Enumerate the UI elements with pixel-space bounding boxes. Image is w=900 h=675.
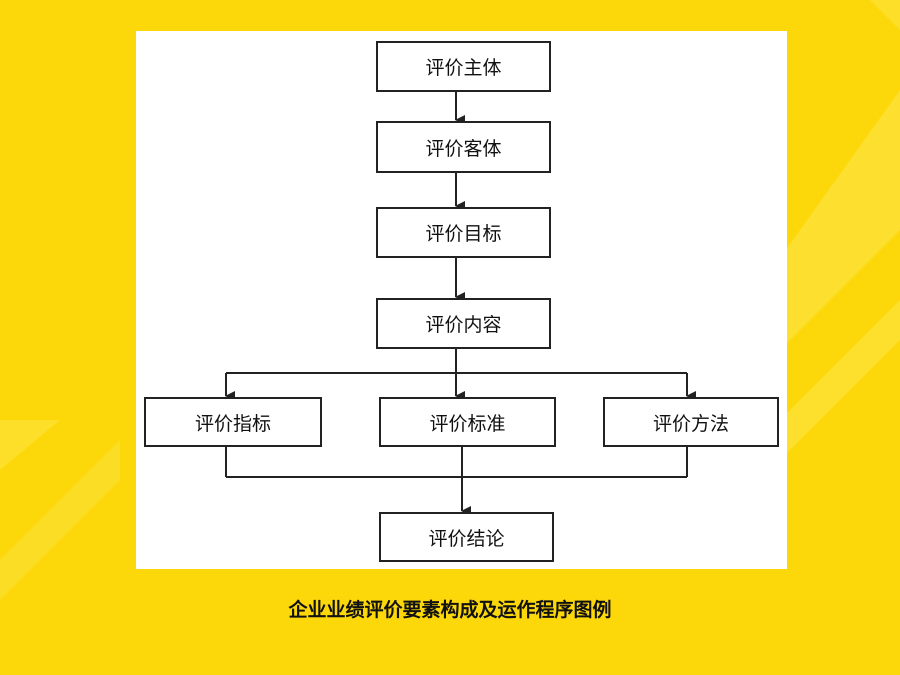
node-evaluation-subject: 评价主体	[376, 41, 551, 92]
figure-caption: 企业业绩评价要素构成及运作程序图例	[288, 599, 612, 621]
node-evaluation-content: 评价内容	[376, 298, 551, 349]
diagram-panel: 评价主体 评价客体 评价目标 评价内容 评价指标 评价标准 评价方法 评价结论	[136, 31, 787, 569]
node-evaluation-goal: 评价目标	[376, 207, 551, 258]
node-evaluation-conclusion: 评价结论	[379, 512, 554, 562]
node-evaluation-method: 评价方法	[603, 397, 779, 447]
node-evaluation-indicator: 评价指标	[144, 397, 322, 447]
node-evaluation-object: 评价客体	[376, 121, 551, 173]
node-evaluation-standard: 评价标准	[379, 397, 556, 447]
flow-connectors	[225, 91, 696, 516]
